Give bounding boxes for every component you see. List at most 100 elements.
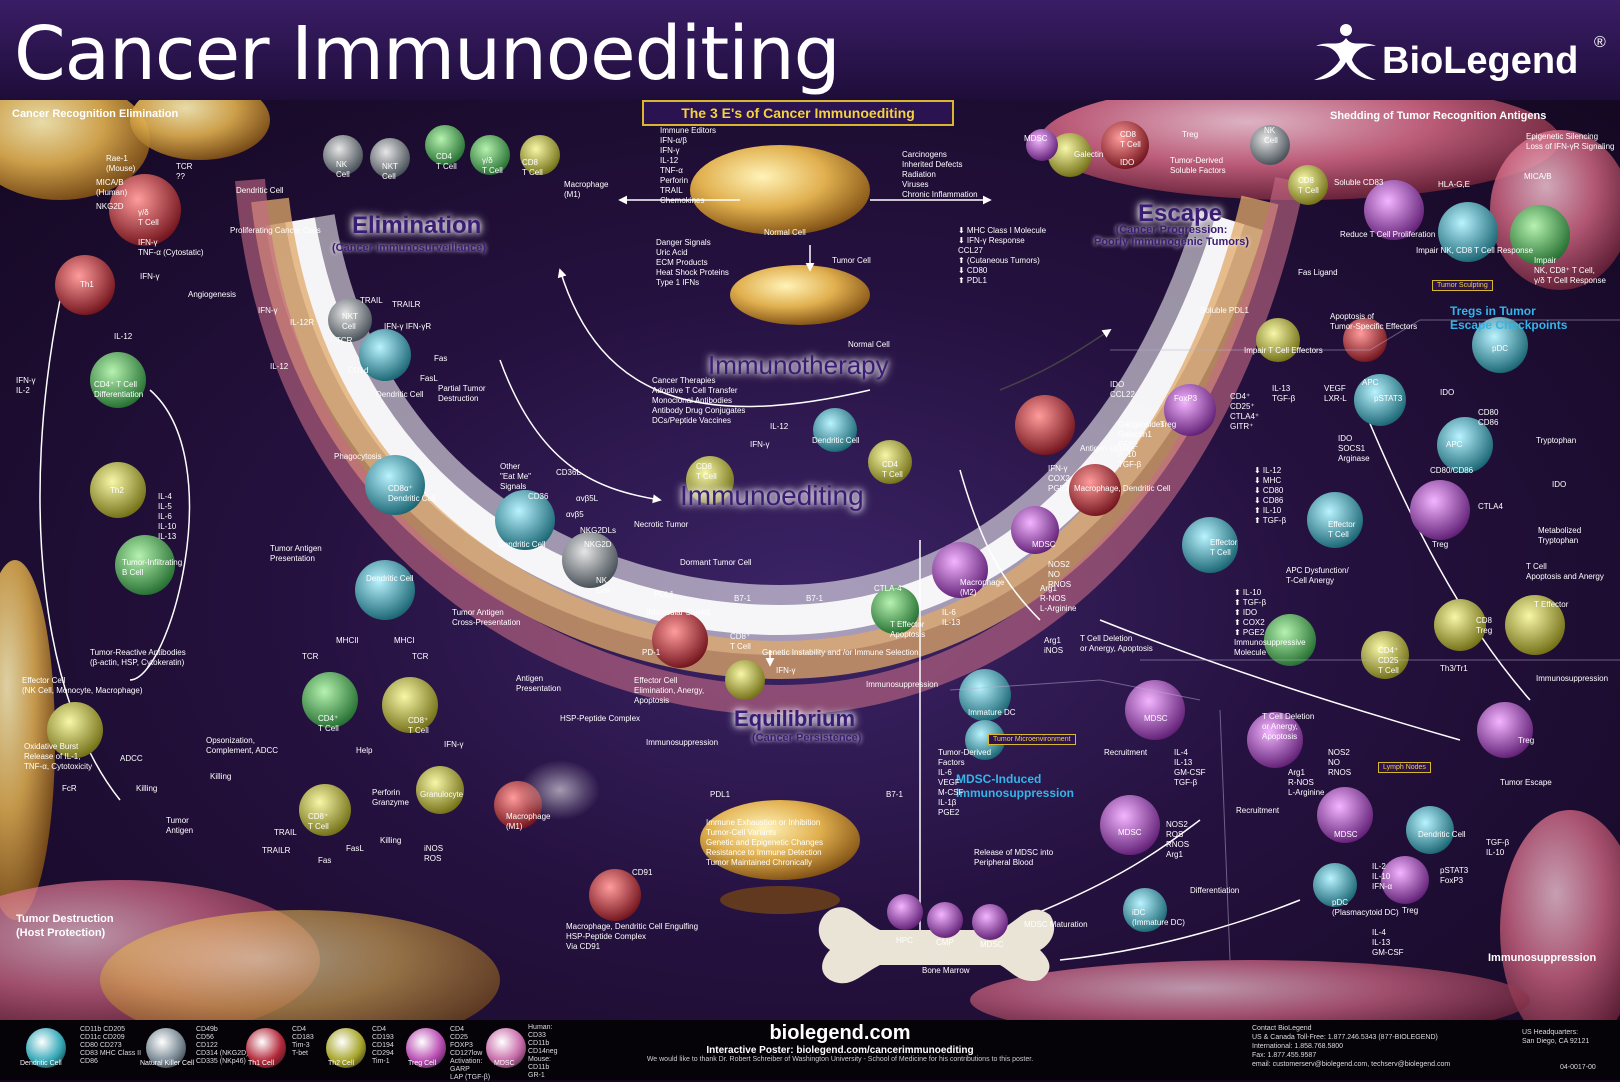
lbl-mhci: MHCI (394, 636, 415, 645)
lbl-hsp: HSP-Peptide Complex (560, 714, 641, 723)
legend-swatch-5 (486, 1028, 526, 1068)
lbl-apop-tse: Apoptosis of Tumor-Specific Effectors (1330, 312, 1418, 331)
lbl-cd8f: CD8 T Cell (1120, 130, 1141, 149)
lbl-eatme: Other "Eat Me" Signals (500, 462, 532, 491)
normal-cell-label-2: Normal Cell (848, 340, 890, 349)
lbl-cd8dc: CD8α⁺ Dendritic Cell (388, 484, 436, 503)
registered-mark: ® (1594, 34, 1606, 51)
lbl-cd36: CD36 (528, 492, 549, 501)
lbl-mdsc5: MDSC (1118, 828, 1142, 837)
lbl-macro-dc: Macrophage, Dendritic Cell (1074, 484, 1171, 493)
legend-name-3: Th2 Cell (328, 1060, 355, 1067)
lbl-ctla4a: CTLA-4 (874, 584, 902, 593)
lbl-mdsc4: MDSC (1334, 830, 1358, 839)
lbl-gd-tcell: γ/δ T Cell (138, 208, 159, 227)
lbl-immsup1: Immunosuppression (646, 738, 719, 747)
legend-name-5: MDSC (494, 1060, 515, 1067)
lbl-rae1: Rae-1 (Mouse) (106, 154, 136, 173)
phase-elimination-title: Elimination (352, 212, 482, 239)
lbl-ifng3: IFN-γ (444, 740, 464, 749)
danger-signals-list: Danger Signals Uric Acid ECM Products He… (656, 238, 729, 287)
lbl-tcr1: TCR (336, 336, 353, 345)
lbl-mdsc1: MDSC (1024, 134, 1048, 143)
lbl-pdl1a: PDL1 (654, 590, 675, 599)
site-link[interactable]: biolegend.com (769, 1022, 911, 1044)
lbl-fas1: Fas (434, 354, 448, 363)
immune-editors-list: Immune Editors IFN-α/β IFN-γ IL-12 TNF-α… (660, 126, 717, 205)
lbl-ido1: IDO (1120, 158, 1135, 167)
lbl-ifng-il2: IFN-γ IL-2 (16, 376, 36, 395)
lbl-ido2: IDO (1440, 388, 1455, 397)
lbl-nos2c: NOS2 ROS RNOS Arg1 (1166, 820, 1190, 859)
lbl-ifng2: IFN-γ (258, 306, 278, 315)
lbl-vegf-lxr: VEGF LXR-L (1324, 384, 1347, 403)
lbl-immsup3: Immunosuppression (1536, 674, 1609, 683)
lbl-effector: Effector Cell (NK Cell, Monocyte, Macrop… (22, 676, 143, 695)
acknowledgement: We would like to thank Dr. Robert Schrei… (646, 1056, 1034, 1063)
lbl-il4-list: IL-4 IL-13 GM-CSF TGF-β (1174, 748, 1206, 787)
headquarters: US Headquarters: San Diego, CA 92121 (1522, 1029, 1590, 1045)
lbl-trailr: TRAILR (392, 300, 421, 309)
lbl-fcr: FcR (62, 784, 77, 793)
legend-swatch-0 (26, 1028, 66, 1068)
legend-markers-2: CD4 CD183 Tim-3 T-bet (292, 1026, 314, 1057)
lbl-ctla4b: CTLA4 (1478, 502, 1503, 511)
lbl-nk2: NK Cell (596, 576, 610, 595)
lbl-killing2: Killing (210, 772, 232, 781)
lbl-tcr-q: TCR ?? (176, 162, 193, 181)
lbl-help: Help (356, 746, 373, 755)
lbl-necrotic: Necrotic Tumor (634, 520, 689, 529)
lbl-b71a: B7-1 (734, 594, 751, 603)
lbl-ifng1: IFN-γ (140, 272, 160, 281)
lbl-tumor-escape: Tumor Escape (1500, 778, 1552, 787)
legend-swatch-2 (246, 1028, 286, 1068)
lbl-il4-gm: IL-4 IL-13 GM-CSF (1372, 928, 1404, 957)
poster-title: Cancer Immunoediting (14, 11, 841, 97)
phase-escape-title: Escape (1138, 200, 1223, 227)
lbl-nkt2: NKT Cell (342, 312, 358, 331)
lbl-antigen-pres: Antigen Presentation (516, 674, 561, 693)
lbl-oxid: Oxidative Burst Release of IL-1, TNF-α, … (24, 742, 93, 771)
lbl-tumor-derived-factors: Tumor-Derived Factors IL-6 VEGF M-CSF IL… (938, 748, 992, 817)
lbl-nkg2d: NKG2D (96, 202, 124, 211)
contact-info: Contact BioLegend US & Canada Toll-Free:… (1252, 1025, 1451, 1068)
lbl-nos2: NOS2 NO RNOS (1048, 560, 1072, 589)
lbl-angio: Angiogenesis (188, 290, 237, 299)
interactive-poster-link[interactable]: Interactive Poster: biolegend.com/cancer… (706, 1045, 974, 1056)
brand-name: BioLegend (1382, 40, 1579, 82)
lbl-release-mdsc: Release of MDSC into Peripheral Blood (974, 848, 1054, 867)
lbl-trail2: TRAIL (274, 828, 297, 837)
lbl-cd4b: CD4⁺ T Cell (318, 714, 339, 733)
lbl-il10-list: ⬆ IL-10 ⬆ TGF-β ⬆ IDO ⬆ COX2 ⬆ PGE2 Immu… (1234, 588, 1306, 657)
lbl-gd2: γ/δ T Cell (482, 156, 503, 175)
lbl-mdsc2: MDSC (1032, 540, 1056, 549)
lbl-macro-m2: Macrophage (M2) (960, 578, 1005, 597)
lbl-nk3: NK Cell (1264, 126, 1278, 145)
phase-escape-subtitle: (Cancer Progression: Poorly Immunogenic … (1094, 224, 1250, 248)
lbl-dc6: Dendritic Cell (1418, 830, 1466, 839)
lbl-hpc: HPC (896, 936, 913, 945)
biolegend-logo: BioLegend ® (1310, 20, 1610, 84)
lbl-phago: Phagocytosis (334, 452, 382, 461)
legend-swatch-3 (326, 1028, 366, 1068)
lbl-th3tr1: Th3/Tr1 (1440, 664, 1468, 673)
lbl-cd4-cd25: CD4⁺ CD25 T Cell (1378, 646, 1399, 675)
lbl-apc-dysfunction: APC Dysfunction/ T-Cell Anergy (1286, 566, 1349, 585)
lbl-stat3a: pSTAT3 (1374, 394, 1403, 403)
lbl-il12r: IL-12R (290, 318, 315, 327)
lbl-partial: Partial Tumor Destruction (438, 384, 486, 403)
lbl-impair-teff: Impair T Cell Effectors (1244, 346, 1323, 355)
lbl-killing1: Killing (136, 784, 158, 793)
lbl-cd8e: CD8⁺ T Cell (730, 632, 751, 651)
phase-equilibrium-subtitle: (Cancer Persistence) (752, 732, 862, 744)
lbl-ifng5: IFN-γ (776, 666, 796, 675)
lbl-effector-t2: Effector T Cell (1328, 520, 1356, 539)
lbl-cd4a: CD4 T Cell (436, 152, 457, 171)
lbl-fasl1: FasL (420, 374, 438, 383)
lbl-arg1b: Arg1 R-NOS L-Arginine (1288, 768, 1325, 797)
lbl-cd8g: CD8 T Cell (1298, 176, 1319, 195)
lbl-ido3: IDO (1552, 480, 1567, 489)
phase-equilibrium-title: Equilibrium (734, 706, 855, 731)
legend-markers-0: CD11b CD205 CD11c CD209 CD80 CD273 CD83 … (80, 1026, 142, 1065)
section-shedding-title: Shedding of Tumor Recognition Antigens (1330, 110, 1547, 122)
